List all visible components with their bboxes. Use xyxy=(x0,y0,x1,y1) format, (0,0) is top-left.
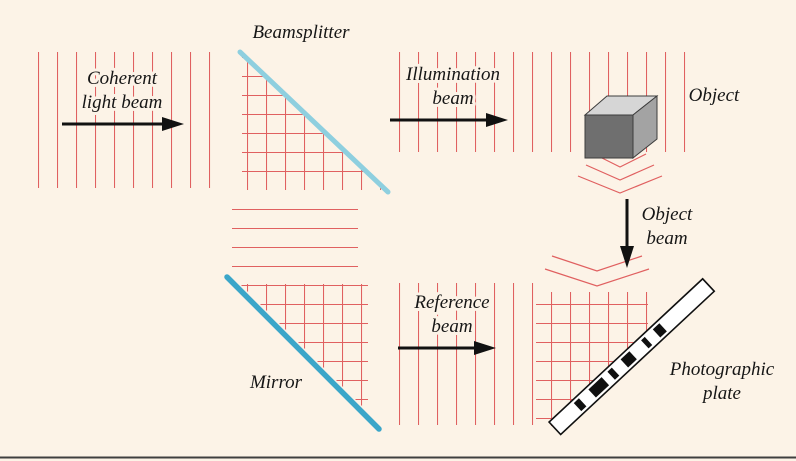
arrow-head xyxy=(162,117,184,131)
plate-mark xyxy=(588,377,610,398)
chevron-wavefront xyxy=(544,268,650,287)
photographic-plate-label-line1: Photographic xyxy=(669,359,775,380)
reference-beam-arrow xyxy=(398,341,496,355)
arrow-head xyxy=(486,113,508,127)
object-cube xyxy=(583,94,659,160)
mirror-crosshatch xyxy=(240,284,368,412)
plate-mark xyxy=(652,323,667,338)
beamsplitter-line xyxy=(237,49,391,195)
reference-beam-label-line1: Reference xyxy=(413,292,489,313)
plate-mark xyxy=(607,367,620,380)
object-beam-arrow xyxy=(620,199,634,268)
plate-scatter-wavefronts xyxy=(544,255,650,287)
reference-beam-wavefronts xyxy=(384,283,536,425)
coherent-beam-label-line1: Coherent xyxy=(87,68,158,89)
illumination-beam-label-line1: Illumination xyxy=(405,64,500,85)
mirror-line xyxy=(224,274,382,432)
arrow-head xyxy=(620,246,634,268)
object-scatter-wavefronts xyxy=(577,153,663,194)
coherent-beam-arrow xyxy=(62,117,184,131)
plate-mark xyxy=(620,351,637,368)
plate-mark xyxy=(573,398,587,412)
object-beam-label-line1: Object xyxy=(642,204,693,225)
downward-beam-wavefronts xyxy=(232,202,358,268)
plate-mark xyxy=(641,336,653,349)
coherent-beam-label-line2: light beam xyxy=(82,92,163,113)
object-label: Object xyxy=(689,85,740,106)
illumination-beam-label-line2: beam xyxy=(432,88,473,109)
reference-beam-label-line2: beam xyxy=(431,316,472,337)
chevron-wavefront xyxy=(577,175,663,194)
cube-front-face xyxy=(584,114,634,159)
arrow-head xyxy=(474,341,496,355)
photographic-plate xyxy=(547,277,716,436)
illumination-beam-arrow xyxy=(390,113,508,127)
object-beam-label-line2: beam xyxy=(646,228,687,249)
chevron-wavefront xyxy=(585,164,655,181)
mirror-label: Mirror xyxy=(249,372,303,393)
photographic-plate-label-line2: plate xyxy=(701,383,741,404)
interference-wavefronts xyxy=(536,292,648,426)
coherent-beam-wavefronts xyxy=(34,52,218,188)
beamsplitter-label: Beamsplitter xyxy=(252,22,350,43)
